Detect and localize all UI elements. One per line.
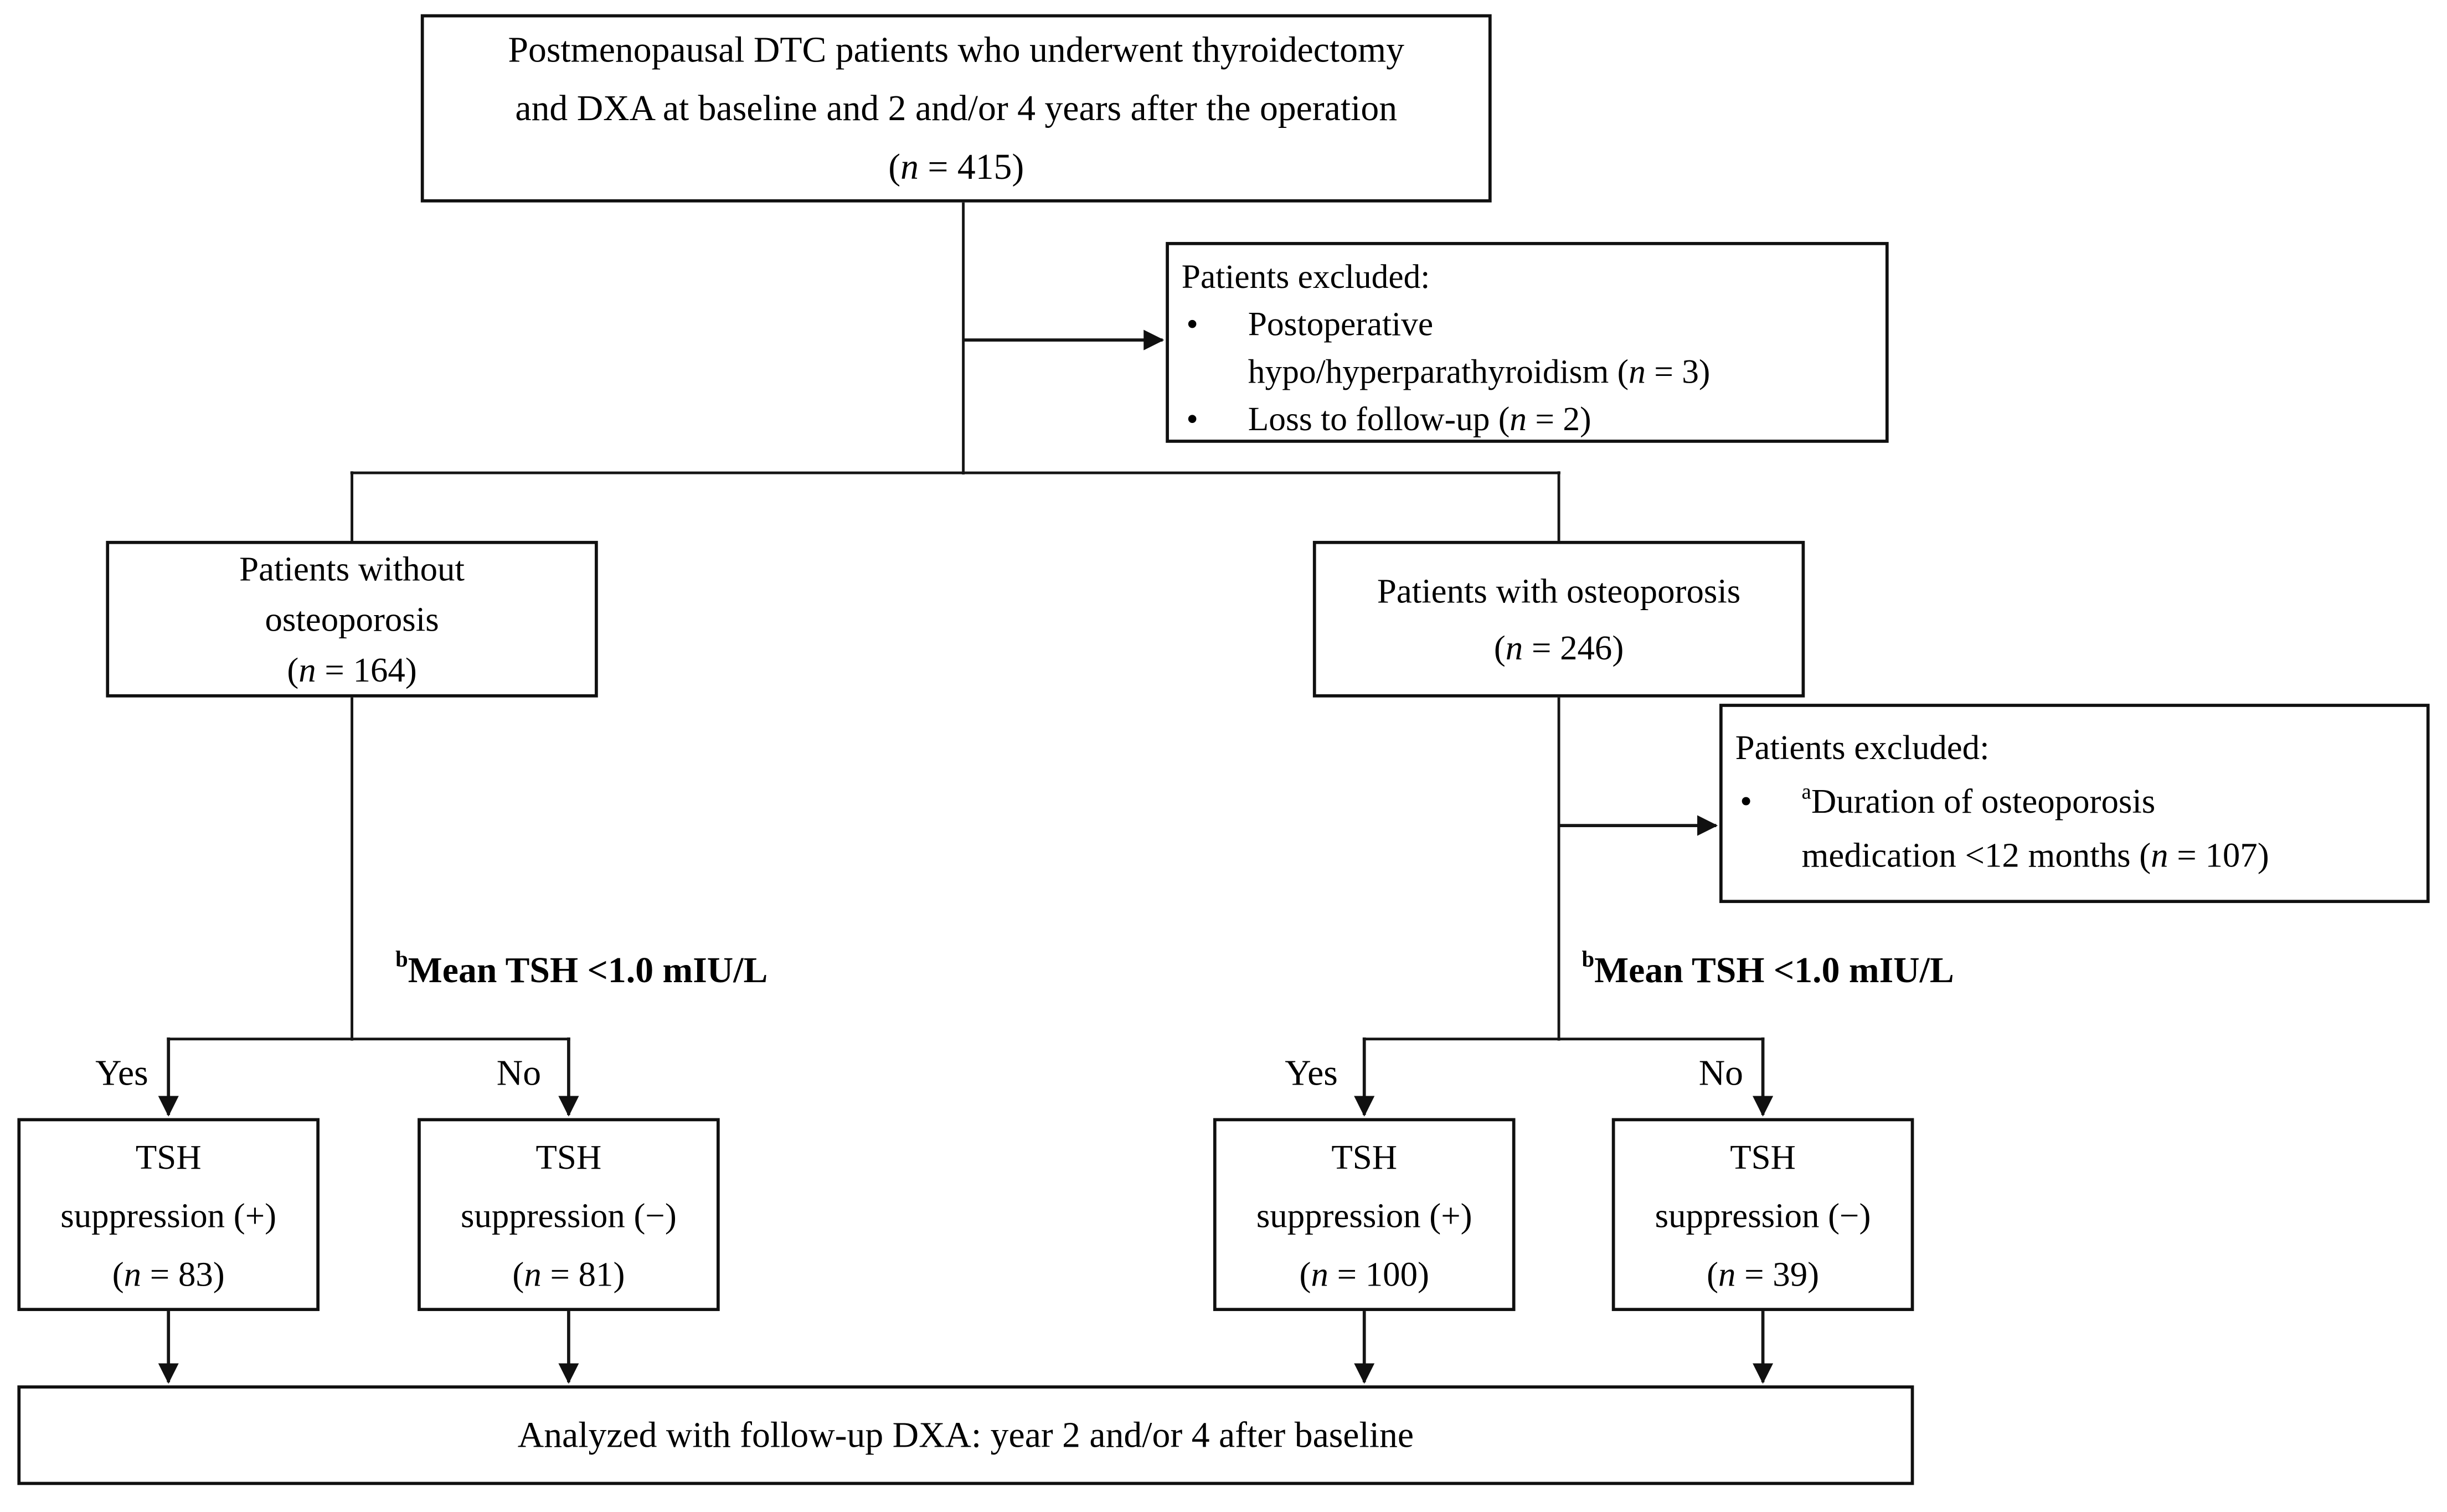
tsh-count: (n = 39): [1707, 1244, 1819, 1303]
paren-open: (: [112, 1253, 124, 1293]
node-tsh-suppression-neg-left: TSH suppression (−) (n = 81): [418, 1118, 720, 1312]
n-symbol: n: [1311, 1253, 1328, 1293]
node-excluded-right: Patients excluded: • aDuration of osteop…: [1719, 704, 2430, 904]
paren-open: (: [1493, 627, 1506, 667]
node-without-osteoporosis: Patients without osteoporosis (n = 164): [106, 540, 598, 698]
final-analysis-text: Analyzed with follow-up DXA: year 2 and/…: [517, 1415, 1414, 1454]
n-symbol: n: [298, 649, 316, 689]
node-tsh-suppression-pos-right: TSH suppression (+) (n = 100): [1213, 1118, 1516, 1312]
n-value: = 83): [141, 1253, 225, 1293]
tsh-line2: suppression (+): [1256, 1195, 1472, 1235]
node-root-line2: and DXA at baseline and 2 and/or 4 years…: [515, 88, 1398, 128]
paren-open: (: [888, 147, 901, 187]
text-pre: Duration of osteoporosis: [1811, 781, 2156, 821]
excluded-top-title: Patients excluded:: [1181, 257, 1430, 296]
paren-open: (: [512, 1253, 524, 1293]
footnote-b-marker: b: [395, 948, 408, 973]
excluded-top-item-2-text: Loss to follow-up (n = 2): [1248, 395, 1591, 443]
tsh-line1: TSH: [135, 1136, 202, 1176]
n-symbol: n: [1629, 352, 1646, 391]
n-symbol: n: [1718, 1253, 1736, 1293]
node-excluded-top: Patients excluded: • Postoperative hypo/…: [1166, 242, 1889, 443]
excluded-top-item-1-text: Postoperative hypo/hyperparathyroidism (…: [1248, 301, 1711, 395]
excluded-top-item-2: • Loss to follow-up (n = 2): [1182, 395, 1591, 443]
excluded-right-title: Patients excluded:: [1735, 727, 1990, 767]
without-osteoporosis-line2: osteoporosis: [265, 598, 439, 638]
condition-label-left: bMean TSH <1.0 mIU/L: [395, 948, 768, 992]
footnote-b-marker: b: [1581, 948, 1595, 973]
node-final-analysis: Analyzed with follow-up DXA: year 2 and/…: [17, 1385, 1914, 1485]
tsh-count: (n = 100): [1300, 1244, 1429, 1303]
tsh-count: (n = 81): [512, 1244, 625, 1303]
n-value: = 415): [918, 147, 1024, 187]
excluded-right-item-1: • aDuration of osteoporosis medication <…: [1735, 775, 2269, 883]
branch-label-yes-left: Yes: [95, 1053, 148, 1093]
n-value: = 2): [1527, 400, 1591, 438]
n-value: = 81): [541, 1253, 625, 1293]
tsh-line1: TSH: [535, 1136, 602, 1176]
tsh-line2: suppression (−): [1655, 1195, 1871, 1235]
condition-text: Mean TSH <1.0 mIU/L: [1594, 950, 1954, 990]
excluded-top-item-1: • Postoperative hypo/hyperparathyroidism…: [1182, 301, 1711, 395]
paren-open: (: [1707, 1253, 1719, 1293]
node-root-count: (n = 415): [888, 138, 1024, 197]
bullet-icon: •: [1740, 781, 1753, 821]
without-osteoporosis-count: (n = 164): [287, 644, 416, 695]
branch-label-yes-right: Yes: [1285, 1053, 1338, 1093]
tsh-line2: suppression (−): [461, 1195, 677, 1235]
excluded-top-item-1-line1: Postoperative: [1248, 305, 1434, 343]
condition-text: Mean TSH <1.0 mIU/L: [408, 950, 768, 990]
n-symbol: n: [1505, 627, 1523, 667]
branch-label-no-left: No: [496, 1053, 542, 1093]
tsh-count: (n = 83): [112, 1244, 225, 1303]
without-osteoporosis-line1: Patients without: [239, 548, 465, 588]
node-tsh-suppression-pos-left: TSH suppression (+) (n = 83): [17, 1118, 320, 1312]
node-with-osteoporosis: Patients with osteoporosis (n = 246): [1312, 540, 1805, 698]
tsh-line2: suppression (+): [60, 1195, 277, 1235]
tsh-line1: TSH: [1331, 1136, 1398, 1176]
branch-label-no-right: No: [1698, 1053, 1744, 1093]
text-pre: medication <12 months (: [1801, 835, 2151, 875]
n-value: = 107): [2168, 835, 2269, 875]
excluded-right-item-1-line1: aDuration of osteoporosis: [1802, 775, 2269, 829]
n-value: = 164): [316, 649, 417, 689]
excluded-right-item-1-line2: medication <12 months (n = 107): [1802, 829, 2269, 883]
excluded-right-item-1-text: aDuration of osteoporosis medication <12…: [1802, 775, 2269, 883]
excluded-top-item-1-line2: hypo/hyperparathyroidism (n = 3): [1248, 348, 1711, 395]
n-value: = 3): [1645, 352, 1711, 391]
bullet-icon: •: [1186, 305, 1198, 343]
text-pre: hypo/hyperparathyroidism (: [1248, 352, 1629, 391]
n-value: = 246): [1523, 627, 1624, 667]
node-root: Postmenopausal DTC patients who underwen…: [420, 14, 1492, 203]
n-symbol: n: [2151, 835, 2168, 875]
with-osteoporosis-line1: Patients with osteoporosis: [1377, 570, 1741, 610]
n-symbol: n: [900, 147, 919, 187]
text-pre: Loss to follow-up (: [1248, 400, 1510, 438]
node-root-line1: Postmenopausal DTC patients who underwen…: [508, 30, 1404, 70]
tsh-line1: TSH: [1730, 1136, 1796, 1176]
n-value: = 100): [1328, 1253, 1429, 1293]
node-tsh-suppression-neg-right: TSH suppression (−) (n = 39): [1611, 1118, 1914, 1312]
n-symbol: n: [1510, 400, 1527, 438]
paren-open: (: [1299, 1253, 1311, 1293]
bullet-icon: •: [1186, 400, 1198, 438]
n-symbol: n: [524, 1253, 542, 1293]
condition-label-right: bMean TSH <1.0 mIU/L: [1581, 948, 1954, 992]
n-symbol: n: [123, 1253, 142, 1293]
paren-open: (: [287, 649, 299, 689]
with-osteoporosis-count: (n = 246): [1494, 619, 1624, 676]
n-value: = 39): [1735, 1253, 1820, 1293]
footnote-a-marker: a: [1801, 779, 1811, 803]
